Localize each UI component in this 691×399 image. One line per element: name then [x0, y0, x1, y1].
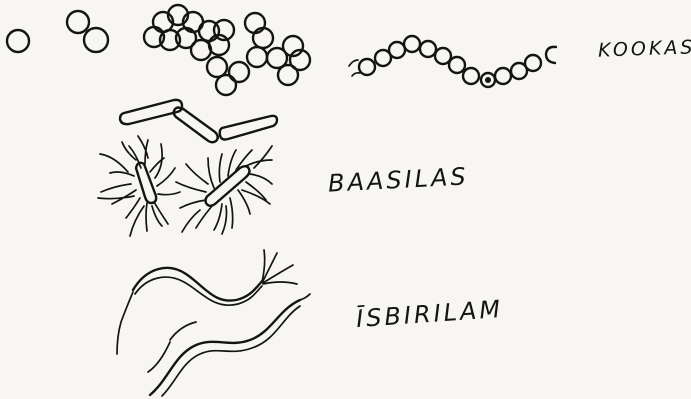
staphylococcus-cluster: [144, 5, 310, 95]
spirillum-bottom: [148, 294, 310, 396]
bacillus-rods: [120, 100, 277, 142]
streptococcus-chain: [349, 36, 556, 87]
flagellated-bacillus-left: [98, 136, 180, 236]
label-cocci: KOOKAS: [598, 36, 691, 61]
diplococcus: [67, 11, 108, 52]
coccus-single: [7, 30, 29, 52]
flagellated-bacillus-right: [176, 146, 272, 234]
